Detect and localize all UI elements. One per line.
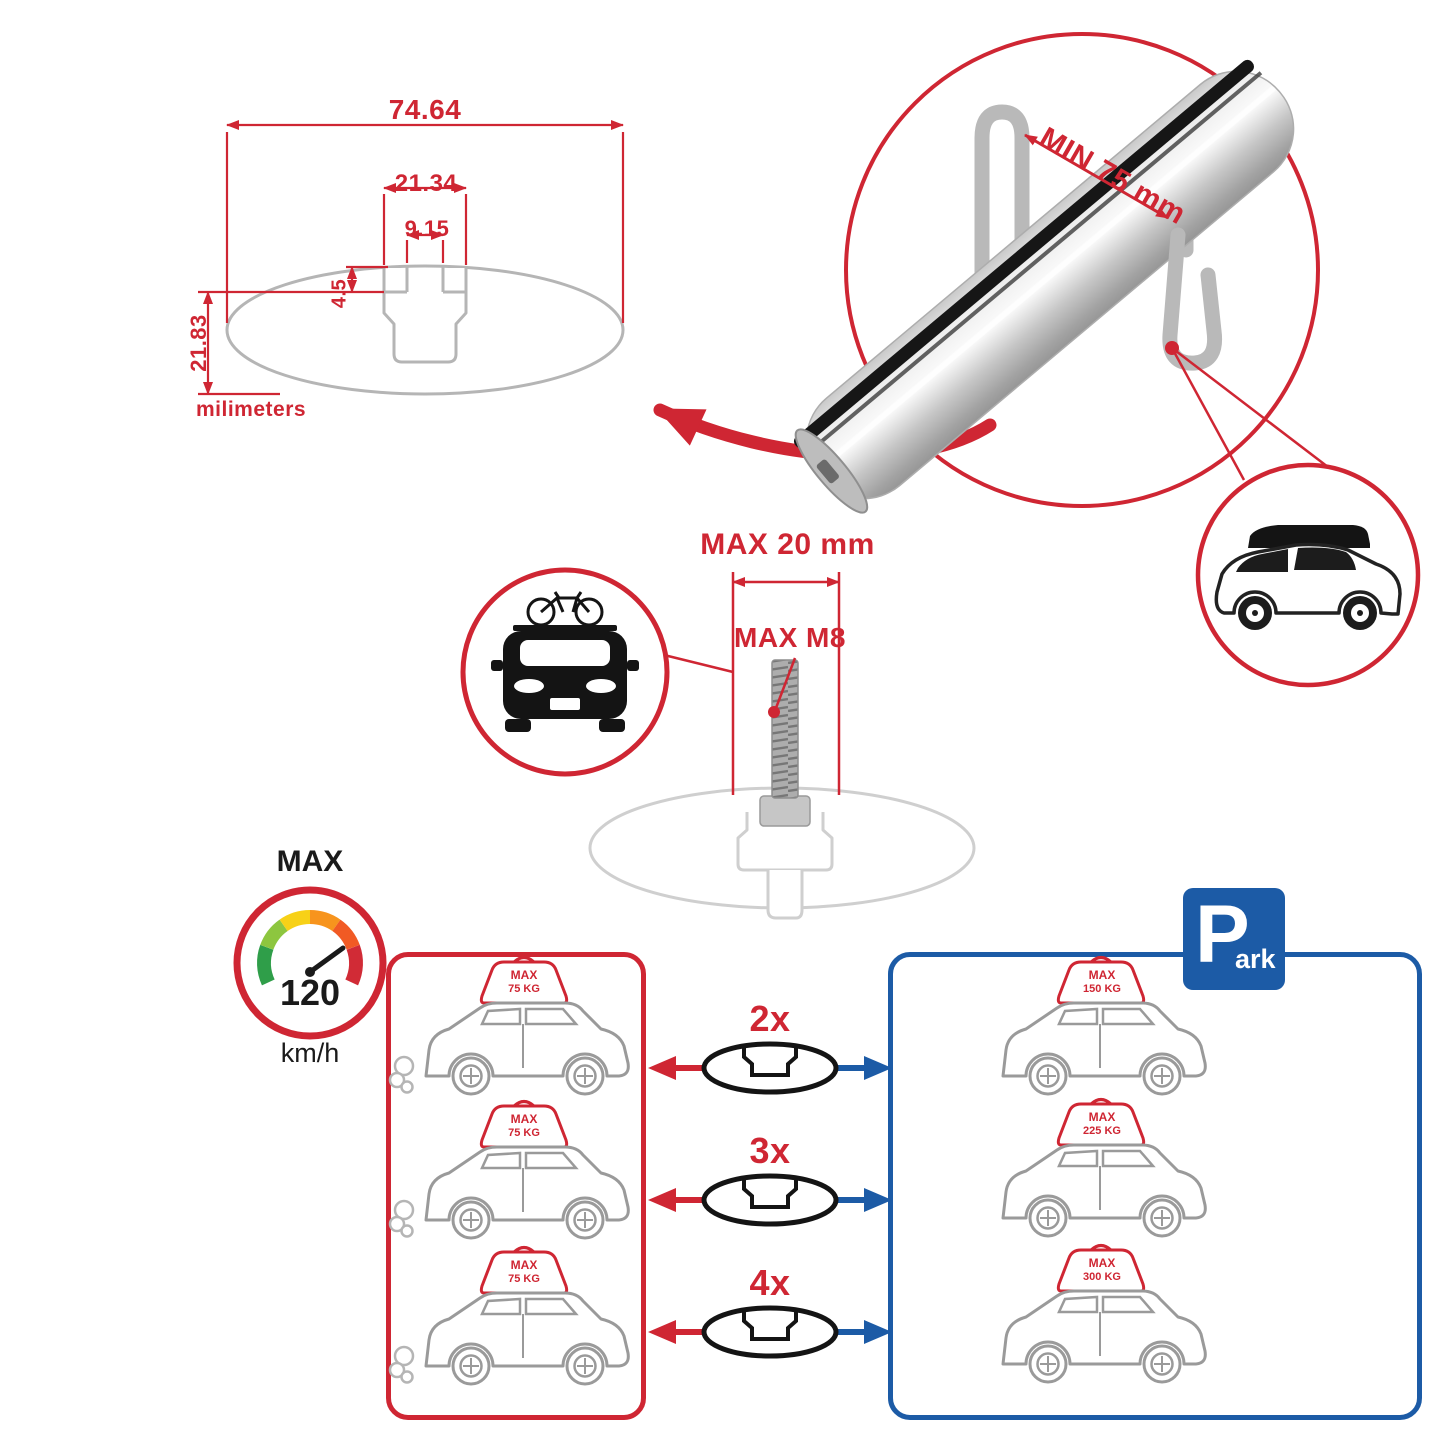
gauge-max-label: MAX <box>276 845 344 878</box>
left-bag-3-weight: 75 KG <box>508 1273 540 1285</box>
bolt-fitting-section <box>460 567 976 920</box>
fitting-hanger-tab <box>766 870 804 920</box>
car-front-with-bike <box>491 591 639 732</box>
roof-box <box>1248 525 1370 548</box>
dimension-lines <box>198 120 625 396</box>
right-bag-3-weight: 300 KG <box>1083 1271 1121 1283</box>
dim-lip-depth: 4.5 <box>328 278 351 309</box>
dim-width-total: 74.64 <box>388 94 462 125</box>
capacity-graphics <box>233 886 1207 1386</box>
right-bag-1-weight: 150 KG <box>1083 983 1121 995</box>
mounting-strap-left <box>974 104 1030 308</box>
exhaust-smoke-1 <box>388 1055 415 1094</box>
bar-section-icon-2 <box>704 1176 836 1224</box>
exhaust-smoke-3 <box>388 1345 415 1384</box>
unit-label: milimeters <box>196 398 307 421</box>
bolt-thread <box>771 659 799 799</box>
right-bag-2-weight: 225 KG <box>1083 1125 1121 1137</box>
suv-with-roofbox <box>1214 525 1402 630</box>
left-bag-2-max: MAX <box>510 1112 538 1126</box>
park-sign-letter: P <box>1195 889 1250 980</box>
gauge-value: 120 <box>279 972 341 1013</box>
crossbar-count-rows <box>648 1044 892 1356</box>
crossbar-detail <box>793 32 1421 688</box>
dim-height-total: 21.83 <box>186 314 211 372</box>
speed-gauge <box>233 886 387 1040</box>
thread-pointer-dot <box>768 706 780 718</box>
gauge-needle <box>307 945 346 975</box>
profile-dimension-drawing <box>198 120 625 396</box>
bolt-dimension-lines <box>663 572 841 795</box>
left-bag-1-max: MAX <box>510 968 538 982</box>
multiplier-4x: 4x <box>749 1262 791 1303</box>
min-clearance-arrow <box>1024 133 1169 220</box>
park-sign: P ark <box>1183 888 1285 990</box>
multiplier-3x: 3x <box>749 1130 791 1171</box>
right-bag-3-max: MAX <box>1088 1256 1116 1270</box>
bar-section-icon-3 <box>704 1308 836 1356</box>
detail-circle <box>844 32 1320 508</box>
suv-front-window <box>1236 549 1288 572</box>
right-bag-2-max: MAX <box>1088 1110 1116 1124</box>
left-bag-1-weight: 75 KG <box>508 983 540 995</box>
right-bag-1-max: MAX <box>1088 968 1116 982</box>
park-sign-suffix: ark <box>1235 944 1276 974</box>
multiplier-2x: 2x <box>749 998 791 1039</box>
leader-line-1 <box>1170 347 1246 481</box>
bolt-collar <box>759 795 811 827</box>
profile-t-channel <box>382 268 468 364</box>
bar-section-icon-1 <box>704 1044 836 1092</box>
dim-slot-width: 9.15 <box>404 216 450 241</box>
roof-rack-bar <box>513 625 617 631</box>
left-bag-3-max: MAX <box>510 1258 538 1272</box>
bolt-max-thread-label: MAX M8 <box>734 622 846 653</box>
dim-channel-width: 21.34 <box>394 170 458 197</box>
parked-capacity-panel <box>888 952 1422 1420</box>
exhaust-smoke-2 <box>388 1199 415 1238</box>
leader-line-2 <box>1171 347 1329 468</box>
car-windshield <box>520 640 610 666</box>
bolt-max-length-label: MAX 20 mm <box>700 528 875 561</box>
speed-capacity-panel <box>386 952 646 1420</box>
gauge-unit: km/h <box>280 1038 340 1068</box>
left-bag-2-weight: 75 KG <box>508 1127 540 1139</box>
profile-t-slot <box>384 267 466 294</box>
profile-ellipse <box>225 264 625 396</box>
suv-rear-window <box>1294 547 1356 570</box>
